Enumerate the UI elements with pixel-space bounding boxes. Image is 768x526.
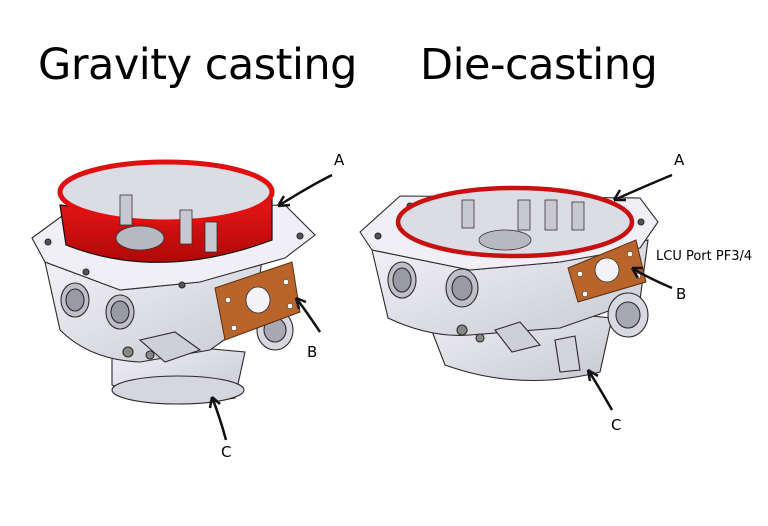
gravity-flange-b — [214, 261, 301, 341]
gravity-ring-a — [57, 159, 275, 263]
die-ring-a — [395, 185, 635, 259]
die-arrow-a — [612, 173, 673, 202]
gravity-arrow-b — [294, 296, 322, 333]
lcu-port-label: LCU Port PF3/4 — [656, 249, 753, 264]
gravity-label-a: A — [334, 151, 345, 169]
die-arrow-b — [630, 266, 673, 290]
die-flange-b — [567, 239, 647, 303]
gravity-arrow-a — [276, 173, 333, 208]
gravity-arrow-c — [208, 396, 228, 441]
die-arrow-c — [586, 368, 614, 411]
title-gravity-casting: Gravity casting — [38, 40, 357, 90]
die-label-c: C — [611, 416, 622, 434]
gravity-label-b: B — [307, 343, 318, 361]
die-label-b: B — [676, 285, 687, 303]
die-label-a: A — [674, 151, 685, 169]
title-die-casting: Die-casting — [420, 40, 658, 90]
gravity-label-c: C — [221, 443, 232, 461]
